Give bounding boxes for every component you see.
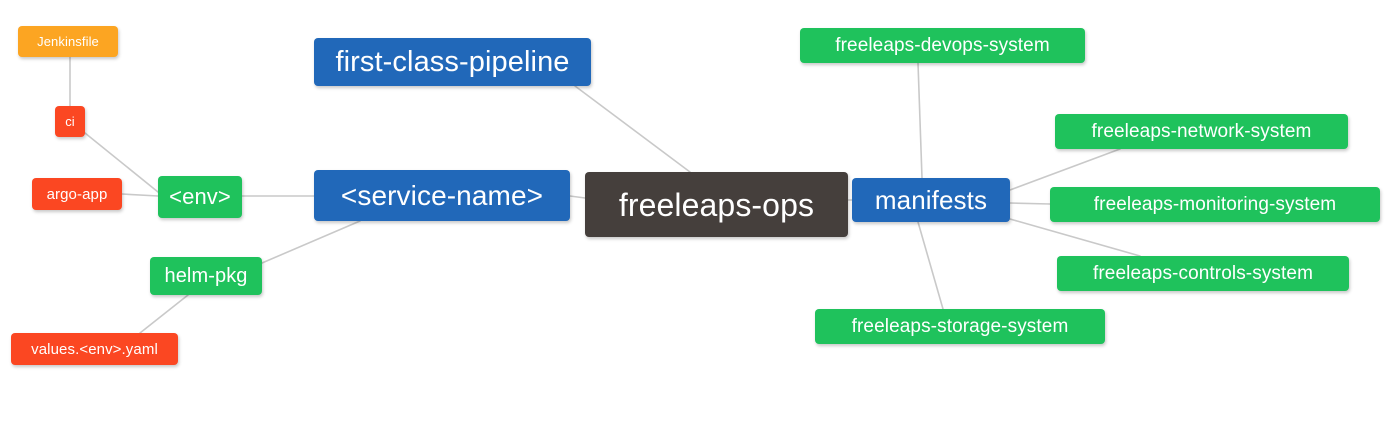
edge-pipeline-to-root (574, 85, 691, 173)
node-label-argo-app: argo-app (46, 185, 108, 203)
edge-helm-pkg-to-service-name (261, 220, 361, 264)
edge-manifests-to-controls (1009, 218, 1141, 257)
edge-values-yaml-to-helm-pkg (139, 294, 189, 334)
node-label-pipeline: first-class-pipeline (335, 45, 570, 78)
edge-manifests-to-devops (917, 62, 923, 179)
node-devops[interactable]: freeleaps-devops-system (800, 28, 1085, 63)
node-label-storage: freeleaps-storage-system (851, 316, 1069, 337)
node-label-jenkinsfile: Jenkinsfile (37, 34, 99, 49)
node-manifests[interactable]: manifests (852, 178, 1010, 222)
node-label-values-yaml: values.<env>.yaml (31, 340, 158, 358)
node-network[interactable]: freeleaps-network-system (1055, 114, 1348, 149)
edge-manifests-to-storage (917, 221, 944, 310)
node-label-network: freeleaps-network-system (1091, 121, 1312, 142)
node-label-helm-pkg: helm-pkg (164, 265, 248, 287)
node-label-manifests: manifests (874, 185, 988, 215)
node-label-ci: ci (65, 114, 75, 129)
node-service-name[interactable]: <service-name> (314, 170, 570, 221)
node-env[interactable]: <env> (158, 176, 242, 218)
node-label-root: freeleaps-ops (618, 186, 815, 223)
node-jenkinsfile[interactable]: Jenkinsfile (18, 26, 118, 57)
node-label-monitoring: freeleaps-monitoring-system (1093, 194, 1337, 215)
node-label-controls: freeleaps-controls-system (1092, 263, 1314, 284)
node-values-yaml[interactable]: values.<env>.yaml (11, 333, 178, 365)
edge-manifests-to-monitoring (1009, 202, 1051, 205)
edge-manifests-to-network (1009, 148, 1121, 191)
node-label-devops: freeleaps-devops-system (835, 35, 1050, 56)
node-controls[interactable]: freeleaps-controls-system (1057, 256, 1349, 291)
node-ci[interactable]: ci (55, 106, 85, 137)
node-storage[interactable]: freeleaps-storage-system (815, 309, 1105, 344)
edge-service-name-to-root (569, 195, 586, 199)
node-pipeline[interactable]: first-class-pipeline (314, 38, 591, 86)
edge-argo-app-to-env (121, 193, 159, 197)
node-helm-pkg[interactable]: helm-pkg (150, 257, 262, 295)
node-label-env: <env> (169, 184, 231, 209)
node-monitoring[interactable]: freeleaps-monitoring-system (1050, 187, 1380, 222)
node-label-service-name: <service-name> (340, 179, 544, 211)
node-root[interactable]: freeleaps-ops (585, 172, 848, 237)
node-argo-app[interactable]: argo-app (32, 178, 122, 210)
